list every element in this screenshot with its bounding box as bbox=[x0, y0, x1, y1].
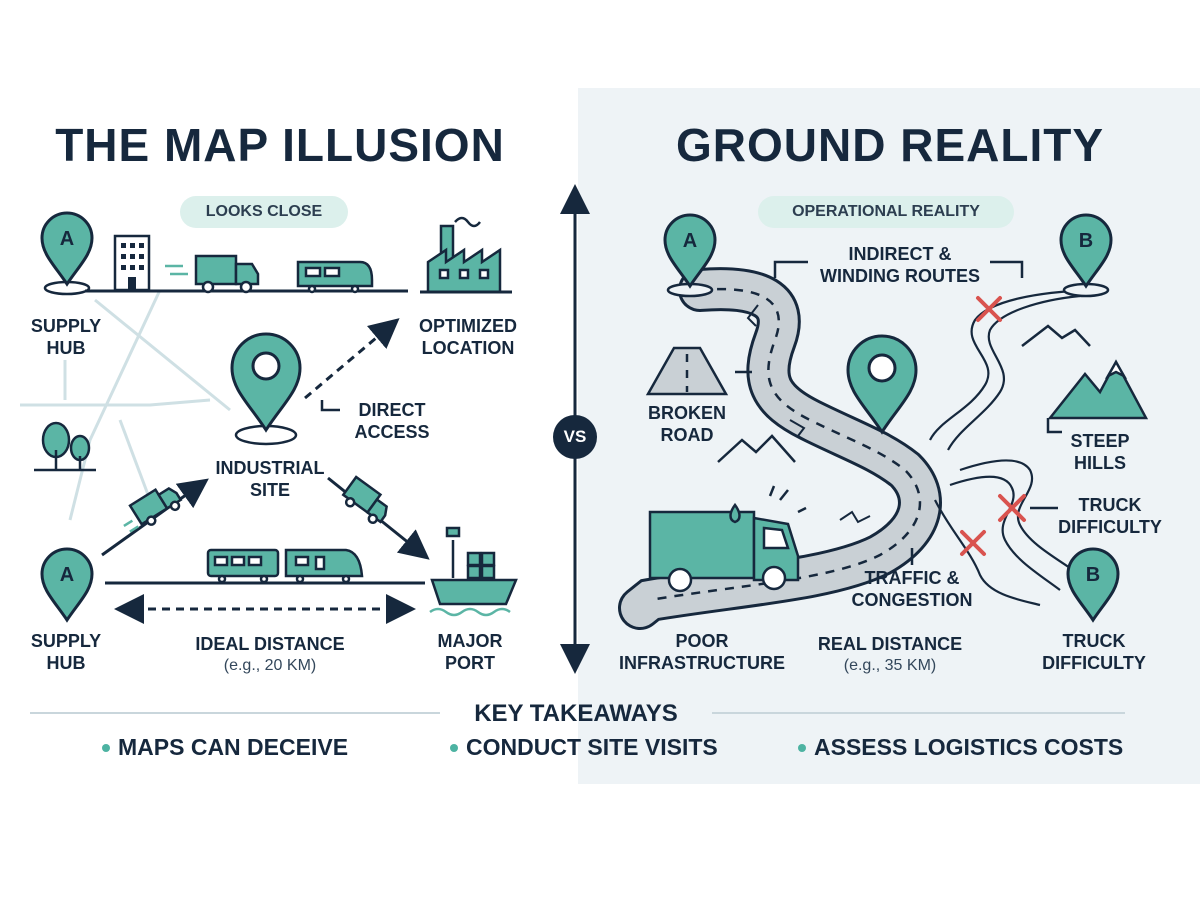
winding-road bbox=[618, 267, 942, 630]
indirect-routes-label-2: WINDING ROUTES bbox=[820, 266, 980, 286]
poor-infrastructure-label-2: INFRASTRUCTURE bbox=[619, 653, 785, 673]
map-illusion-title: THE MAP ILLUSION bbox=[55, 119, 505, 171]
map-grid-lines bbox=[20, 289, 231, 521]
supply-hub-bottom-label-2: HUB bbox=[46, 653, 86, 673]
supply-hub-top-label-2: HUB bbox=[46, 338, 86, 358]
pin-a-right-icon bbox=[663, 213, 717, 298]
truck-icon bbox=[123, 486, 183, 533]
poor-infrastructure-label-1: POOR bbox=[675, 631, 729, 651]
broken-road-label-2: ROAD bbox=[660, 425, 714, 445]
ground-reality-title: GROUND REALITY bbox=[676, 119, 1104, 171]
real-distance-label: REAL DISTANCE bbox=[817, 634, 963, 654]
industrial-site-label-2: SITE bbox=[249, 480, 290, 500]
optimized-location-label-1: OPTIMIZED bbox=[419, 316, 517, 336]
pin-a-top-letter: A bbox=[59, 228, 75, 250]
factory-icon bbox=[426, 216, 502, 294]
traffic-congestion-label-1: TRAFFIC & bbox=[864, 568, 960, 588]
pin-b-bottom-letter: B bbox=[1085, 564, 1101, 586]
real-distance-example: (e.g., 35 KM) bbox=[843, 657, 937, 674]
truck-difficulty-bottom-label-1: TRUCK bbox=[1062, 631, 1126, 651]
pin-b-top-letter: B bbox=[1078, 230, 1094, 252]
direct-access-label-1: DIRECT bbox=[358, 400, 426, 420]
train-icon bbox=[296, 260, 374, 294]
mountains-icon bbox=[717, 324, 1149, 463]
supply-hub-bottom-label-1: SUPPLY bbox=[30, 631, 102, 651]
traffic-congestion-label-2: CONGESTION bbox=[851, 590, 973, 610]
truck-icon bbox=[341, 475, 388, 525]
bullet-dot bbox=[102, 744, 110, 752]
supply-hub-top-label-1: SUPPLY bbox=[30, 316, 102, 336]
industrial-site-label-1: INDUSTRIAL bbox=[215, 458, 325, 478]
indirect-routes-label-1: INDIRECT & bbox=[848, 244, 952, 264]
direct-access-arrow bbox=[304, 318, 400, 400]
destination-pin-icon bbox=[846, 334, 918, 435]
truck-difficulty-mid-label-2: DIFFICULTY bbox=[1058, 517, 1162, 537]
takeaway-item: MAPS CAN DECEIVE bbox=[118, 734, 349, 760]
bullet-dot bbox=[450, 744, 458, 752]
major-port-label-2: PORT bbox=[444, 653, 495, 673]
takeaway-item: CONDUCT SITE VISITS bbox=[466, 734, 718, 760]
takeaway-item: ASSESS LOGISTICS COSTS bbox=[814, 734, 1124, 760]
steep-hills-label-1: STEEP bbox=[1070, 431, 1130, 451]
looks-close-badge: LOOKS CLOSE bbox=[180, 196, 348, 228]
blocked-route-x-icon bbox=[998, 494, 1026, 522]
industrial-site-pin-icon bbox=[230, 332, 302, 446]
ideal-distance-label: IDEAL DISTANCE bbox=[195, 634, 345, 654]
trees-icon bbox=[34, 421, 96, 472]
pin-a-right-letter: A bbox=[682, 230, 698, 252]
bullet-dot bbox=[798, 744, 806, 752]
broken-road-icon bbox=[645, 346, 752, 396]
stuck-truck-icon bbox=[648, 485, 807, 593]
pin-a-bottom-icon bbox=[40, 547, 94, 623]
direct-access-label-2: ACCESS bbox=[354, 422, 430, 442]
operational-reality-badge: OPERATIONAL REALITY bbox=[758, 196, 1014, 228]
broken-road-label-1: BROKEN bbox=[647, 403, 726, 423]
optimized-location-label-2: LOCATION bbox=[421, 338, 515, 358]
pin-a-top-icon bbox=[40, 211, 94, 296]
office-building-icon bbox=[113, 234, 151, 292]
steep-hills-label-2: HILLS bbox=[1074, 453, 1126, 473]
major-port-label-1: MAJOR bbox=[437, 631, 503, 651]
pin-a-bottom-letter: A bbox=[59, 564, 75, 586]
blocked-route-x-icon bbox=[960, 530, 986, 556]
pin-b-bottom-icon bbox=[1066, 547, 1120, 623]
vs-badge-label: VS bbox=[563, 427, 587, 446]
key-takeaways-title: KEY TAKEAWAYS bbox=[474, 700, 678, 727]
ideal-distance-example: (e.g., 20 KM) bbox=[223, 657, 317, 674]
pin-b-top-icon bbox=[1059, 213, 1113, 298]
delivery-truck-icon bbox=[165, 254, 260, 294]
vs-badge-circle bbox=[553, 415, 597, 459]
truck-difficulty-mid-label-1: TRUCK bbox=[1078, 495, 1142, 515]
freight-train-icon bbox=[206, 548, 364, 584]
truck-difficulty-bottom-label-2: DIFFICULTY bbox=[1042, 653, 1146, 673]
blocked-route-x-icon bbox=[976, 296, 1002, 322]
cargo-ship-icon bbox=[429, 526, 518, 617]
